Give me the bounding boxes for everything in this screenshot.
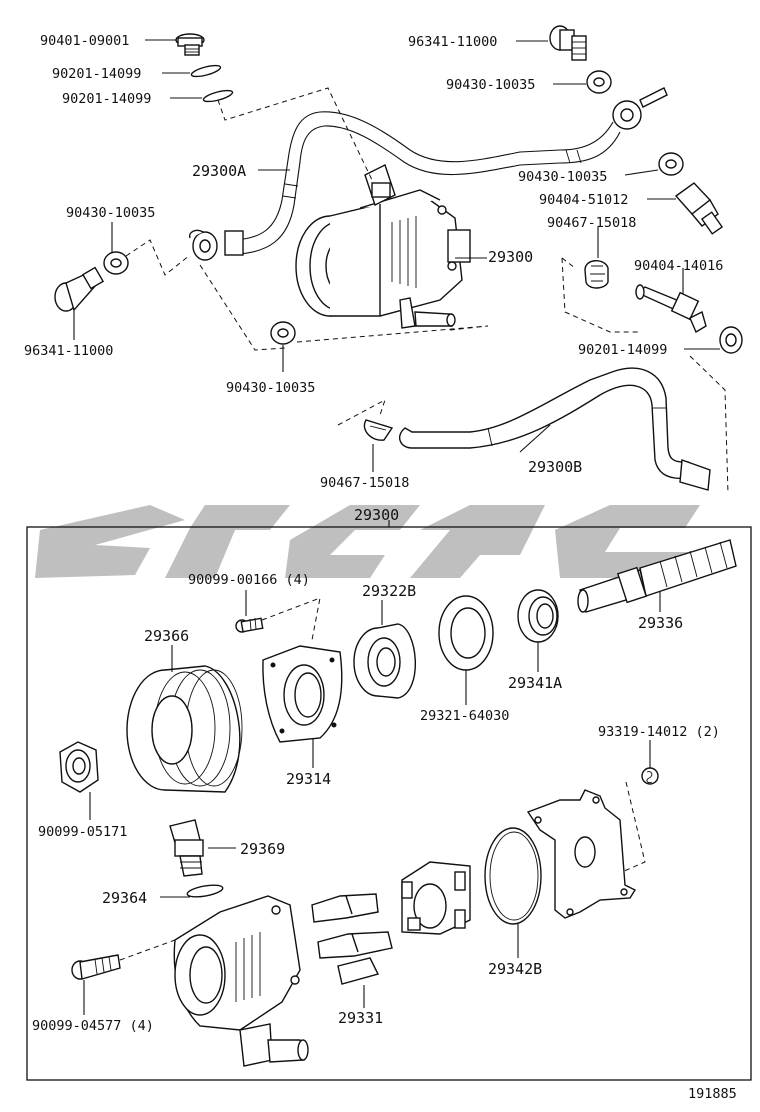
return-hose-part [363,367,711,491]
label-90099-04577: 90099-04577 (4) [32,1018,154,1034]
label-90467-15018-b: 90467-15018 [320,475,409,491]
side-plate-part [526,789,637,919]
label-90099-05171: 90099-05171 [38,824,127,840]
dashed-leaders-top [125,87,729,495]
label-90201-14099-c: 90201-14099 [578,342,667,358]
label-29341A: 29341A [508,674,562,692]
oil-seal-part [517,589,559,643]
connector-part [635,284,707,334]
watermark-logo [35,505,700,578]
label-90099-00166: 90099-00166 (4) [188,572,310,588]
label-29342B: 29342B [488,960,542,978]
label-29300-box: 29300 [354,506,399,524]
o-ring-part [186,884,224,898]
label-93319-14012: 93319-14012 (2) [598,724,720,740]
gasket-ring-part [438,595,494,671]
diagram-id: 191885 [688,1086,737,1102]
stud-part [641,767,659,785]
washer-part [270,321,296,345]
part-labels: 90401-09001 90201-14099 90201-14099 9634… [24,33,737,1102]
label-90404-1401: 90404-14016 [634,258,723,274]
washer-part [586,70,612,94]
plug-bolt-part [175,33,205,56]
label-90430-10035-a: 90430-10035 [446,77,535,93]
washer-part [658,152,684,176]
label-90430-10035-bottom: 90430-10035 [226,380,315,396]
bearing-part [353,623,417,699]
washer-part [103,251,129,275]
gasket-part [190,64,234,103]
shaft-part [577,539,737,613]
label-96341-11000-left: 96341-11000 [24,343,113,359]
label-29300-top: 29300 [488,248,533,266]
o-ring-large-part [484,827,542,925]
control-valve-part [169,819,204,877]
label-29322B: 29322B [362,582,416,600]
bracket-plate-part [262,645,343,743]
label-29364: 29364 [102,889,147,907]
label-29300B: 29300B [528,458,582,476]
label-90201-14099-a: 90201-14099 [52,66,141,82]
vanes-part [311,893,393,985]
rotor-part [401,861,471,935]
label-90430-10035-b: 90430-10035 [518,169,607,185]
label-90467-15018-a: 90467-15018 [547,215,636,231]
label-96341-11000-top: 96341-11000 [408,34,497,50]
pump-body-part [173,895,309,1067]
pulley-part [126,665,243,793]
label-29331: 29331 [338,1009,383,1027]
assembly-box [26,526,752,1081]
label-90404-51012: 90404-51012 [539,192,628,208]
label-29369: 29369 [240,840,285,858]
label-90401-09001: 90401-09001 [40,33,129,49]
union-part [674,182,724,235]
union-bolt-part [54,266,105,312]
gasket-part [719,326,743,354]
label-29314: 29314 [286,770,331,788]
label-90430-10035-left: 90430-10035 [66,205,155,221]
union-bolt-part [549,25,587,61]
label-90201-14099-b: 90201-14099 [62,91,151,107]
hose-clip-part [584,260,609,289]
label-29300A: 29300A [192,162,246,180]
label-29321-64030: 29321-64030 [420,708,509,724]
nut-part [59,741,99,793]
label-29336: 29336 [638,614,683,632]
screw-part [235,617,264,633]
pressure-hose-part [189,87,668,261]
pump-assembly-top [295,164,471,329]
bolt-part [71,954,121,980]
label-29366: 29366 [144,627,189,645]
